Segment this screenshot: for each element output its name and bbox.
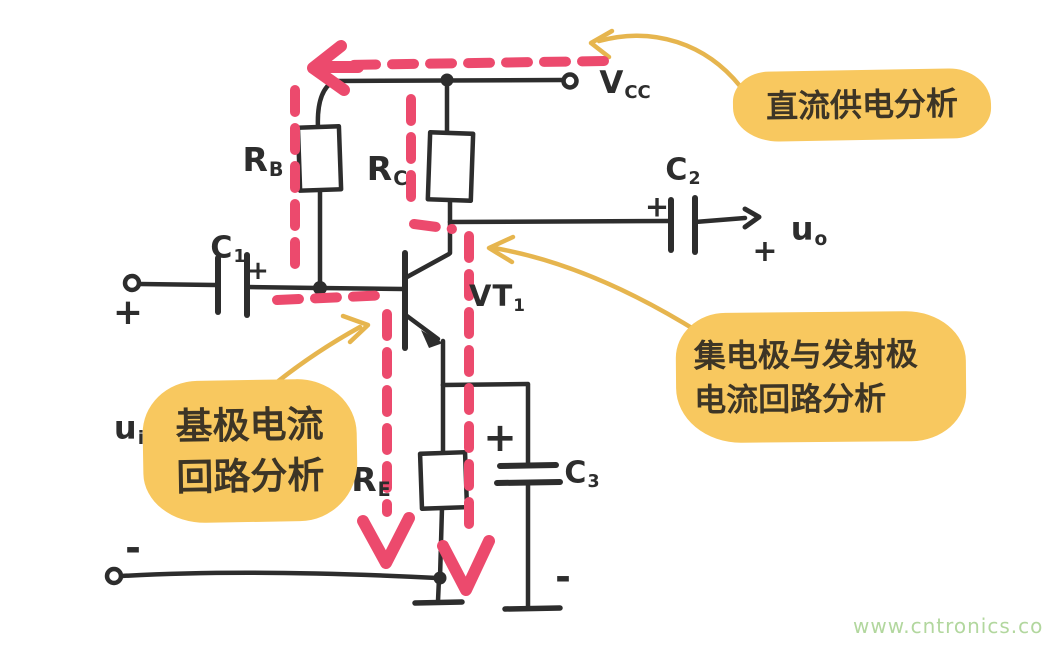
annotation-base-loop: 基极电流 回路分析 — [141, 378, 359, 524]
label-vcc: VCC — [599, 64, 651, 104]
c3-plate-top — [497, 462, 559, 469]
annotation-ce-line1: 集电极与发射极 — [693, 334, 918, 375]
vt1-emitter-diagonal — [404, 313, 441, 342]
resistor-re — [417, 449, 470, 512]
resistor-rb — [295, 124, 344, 193]
plus-c1: + — [247, 256, 269, 286]
arrow-dc-supply-curve — [596, 33, 743, 89]
current-loop-dashes — [272, 56, 609, 537]
plus-c2: + — [644, 189, 670, 224]
label-ui: ui — [113, 408, 145, 449]
current-loop-arrowheads — [307, 40, 495, 596]
wire-output — [447, 218, 671, 225]
label-vt1: VT1 — [469, 279, 525, 315]
rc-elbow-dash — [409, 219, 457, 234]
minus-c3: - — [555, 555, 571, 599]
output-arrowhead — [742, 206, 762, 230]
dc-loop-top-dash — [337, 56, 609, 70]
wire-base — [317, 285, 406, 292]
resistors — [295, 124, 476, 512]
wire-input — [137, 281, 218, 288]
vcc-terminal — [561, 72, 579, 90]
arrow-dc-supply-head — [588, 28, 615, 60]
wire-output-2 — [692, 215, 748, 225]
input-terminal-top — [122, 273, 142, 293]
vt1-collector-diagonal — [404, 251, 452, 280]
resistor-rc — [425, 130, 476, 203]
annotation-dc-supply-text: 直流供电分析 — [765, 84, 959, 126]
arrow-ce-loop-head — [486, 234, 516, 265]
label-re: RE — [351, 459, 391, 502]
c3-plate-bottom — [494, 479, 563, 486]
junction-base — [313, 281, 327, 295]
annotation-dc-supply: 直流供电分析 — [732, 67, 992, 143]
wire-emitter-c3 — [440, 381, 531, 388]
junction-rail — [440, 73, 454, 87]
label-c1: C1 — [210, 230, 246, 268]
label-rc: RC — [366, 148, 408, 191]
base-node-dash — [272, 290, 395, 305]
plus-output: + — [752, 234, 778, 269]
label-rb: RB — [242, 139, 284, 182]
transistor-vt1 — [402, 250, 452, 351]
wire-c1-base — [244, 284, 321, 291]
ground-bar-c3 — [502, 605, 563, 612]
ground-bar-emitter — [412, 599, 465, 606]
vt1-emitter-arrow — [421, 330, 443, 348]
label-c3: C3 — [564, 455, 600, 493]
input-terminal-bottom — [104, 566, 124, 586]
minus-input: - — [125, 526, 141, 570]
annotation-base-line2: 回路分析 — [176, 453, 325, 500]
plus-c3: + — [483, 415, 517, 461]
plus-input: + — [112, 292, 144, 333]
terminals — [104, 72, 762, 586]
base-loop-arrowhead — [357, 512, 415, 569]
junction-ground — [433, 571, 447, 585]
annotation-base-line1: 基极电流 — [175, 402, 324, 449]
label-c2: C2 — [665, 152, 701, 190]
ce-loop-arrowhead — [437, 535, 495, 596]
arrow-ce-loop-curve — [491, 245, 703, 336]
annotation-ce-line2: 电流回路分析 — [694, 379, 887, 420]
annotation-collector-emitter-loop: 集电极与发射极 电流回路分析 — [675, 310, 967, 444]
dc-loop-arrowhead — [307, 40, 350, 96]
capacitor-plates — [215, 195, 698, 486]
wire-bottom-return — [119, 570, 440, 581]
watermark: www.cntronics.com — [853, 614, 1043, 638]
label-uo: uo — [790, 209, 828, 250]
arrow-base-loop-head — [340, 313, 371, 345]
